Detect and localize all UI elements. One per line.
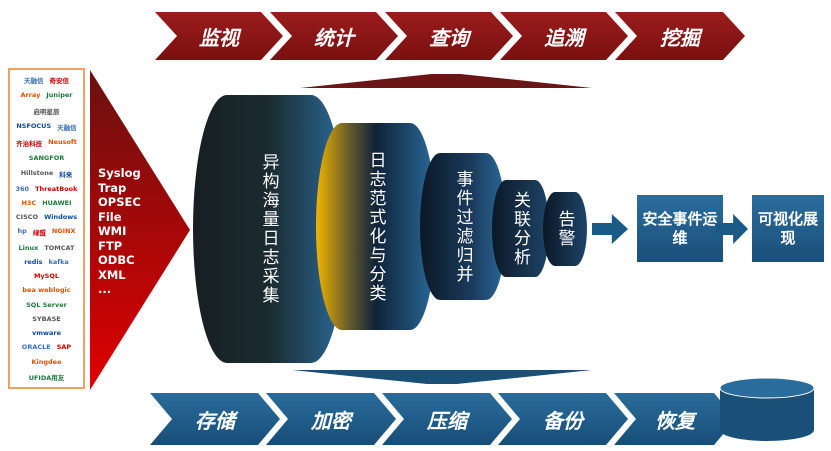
vendor-logo: 绿盟 [32, 229, 46, 238]
vendor-logo: Windows [44, 213, 78, 222]
vendor-logo: ThreatBook [35, 184, 78, 193]
vendor-logo: ORACLE [21, 343, 51, 352]
band-item-statistics: 统计 [270, 12, 398, 60]
vendor-logo: 奇安信 [49, 77, 70, 86]
band-item-monitor: 监视 [155, 12, 283, 60]
protocol-item: File [98, 209, 122, 224]
top-connector [300, 74, 592, 88]
protocol-item: WMI [98, 224, 127, 238]
protocol-item: Syslog [98, 166, 141, 180]
band-item-trace: 追溯 [500, 12, 628, 60]
vendor-logo: 天融信 [57, 123, 77, 132]
stage-alert: 告警 [543, 192, 587, 266]
vendor-logo: Linux [18, 243, 39, 252]
vendor-logo: vmware [31, 329, 61, 338]
vendor-logo: SAP [56, 343, 72, 352]
protocol-item: ODBC [98, 253, 135, 267]
vendor-logo: UFIDA用友 [28, 373, 65, 382]
vendor-logo: 天融信 [24, 77, 44, 86]
vendor-logo: bea weblogic [22, 286, 71, 295]
vendor-logo: Hillstone [20, 168, 54, 177]
vendor-logo: 齐治科技 [16, 140, 43, 149]
band-item-store: 存储 [150, 393, 280, 445]
stage-correlation: 关联分析 [492, 180, 549, 277]
vendor-logo: 科来 [59, 170, 73, 179]
output-visualization: 可视化展现 [752, 195, 824, 262]
arrow-right-icon [592, 214, 628, 244]
band-item-encrypt: 加密 [266, 393, 396, 445]
band-item-compress: 压缩 [382, 393, 512, 445]
vendor-logo: kafka [48, 257, 69, 266]
protocol-item: OPSEC [98, 195, 141, 209]
output-security-ops: 安全事件运维 [637, 195, 723, 262]
database-icon [719, 377, 815, 441]
band-item-backup: 备份 [498, 393, 628, 445]
protocol-item: ... [98, 282, 112, 296]
vendor-logo: HUAWEI [42, 198, 72, 207]
vendor-logo: TOMCAT [44, 243, 75, 252]
vendor-logo: CISCO [15, 213, 39, 222]
vendor-logo: SANGFOR [28, 154, 65, 163]
vendor-logo: hp [17, 227, 27, 236]
protocol-item: XML [98, 267, 126, 282]
vendor-logo: H3C [21, 198, 37, 207]
band-item-mining: 挖掘 [615, 12, 745, 60]
vendor-logo: Juniper [46, 91, 73, 100]
vendor-logo: SYBASE [32, 314, 61, 323]
vendor-logo: redis [24, 257, 43, 266]
vendor-logo: Neusoft [48, 138, 77, 147]
protocol-item: Trap [98, 180, 127, 195]
vendor-logo: MySQL [33, 272, 60, 281]
vendor-logo: 启明星辰 [33, 107, 60, 116]
vendor-logo: 360 [15, 184, 30, 193]
band-item-query: 查询 [385, 12, 513, 60]
vendor-logo: NSFOCUS [16, 121, 52, 130]
vendor-logo: Kingdee [31, 357, 62, 366]
vendor-logo: Array [20, 91, 41, 100]
vendor-logo: SQL Server [26, 300, 67, 309]
stage-filter-merge: 事件过滤归并 [420, 153, 506, 300]
protocol-item: FTP [98, 238, 123, 253]
vendor-logo: NGINX [51, 227, 76, 236]
bottom-connector [292, 370, 592, 384]
stage-normalization: 日志范式化与分类 [316, 123, 436, 330]
